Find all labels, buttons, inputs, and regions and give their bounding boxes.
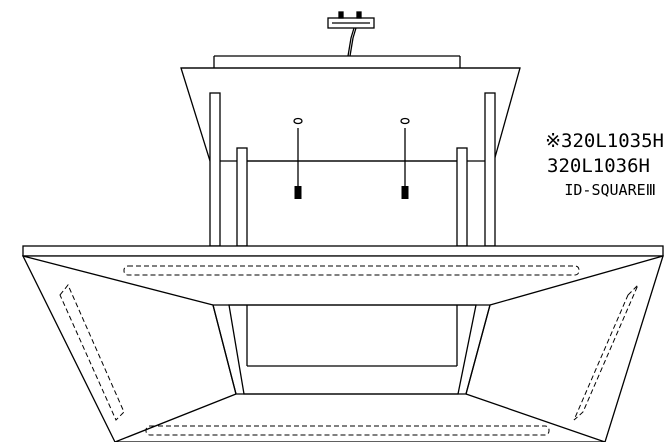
screw-anchor-icon: [400, 117, 410, 199]
lamp-shade: [21, 245, 664, 442]
canopy: [180, 55, 521, 162]
mounting-pillars: [209, 92, 496, 247]
dashed-lamp-tubes: [59, 265, 639, 436]
series-name: ID-SQUAREⅢ: [564, 181, 656, 199]
ceiling-hook-icon: [327, 11, 375, 57]
model-labels: ※320L1035H 320L1036H ID-SQUAREⅢ: [514, 132, 664, 198]
model-number-primary: ※320L1035H: [545, 130, 664, 152]
model-number-secondary: 320L1036H: [547, 155, 650, 177]
screw-anchor-icon: [293, 117, 303, 199]
